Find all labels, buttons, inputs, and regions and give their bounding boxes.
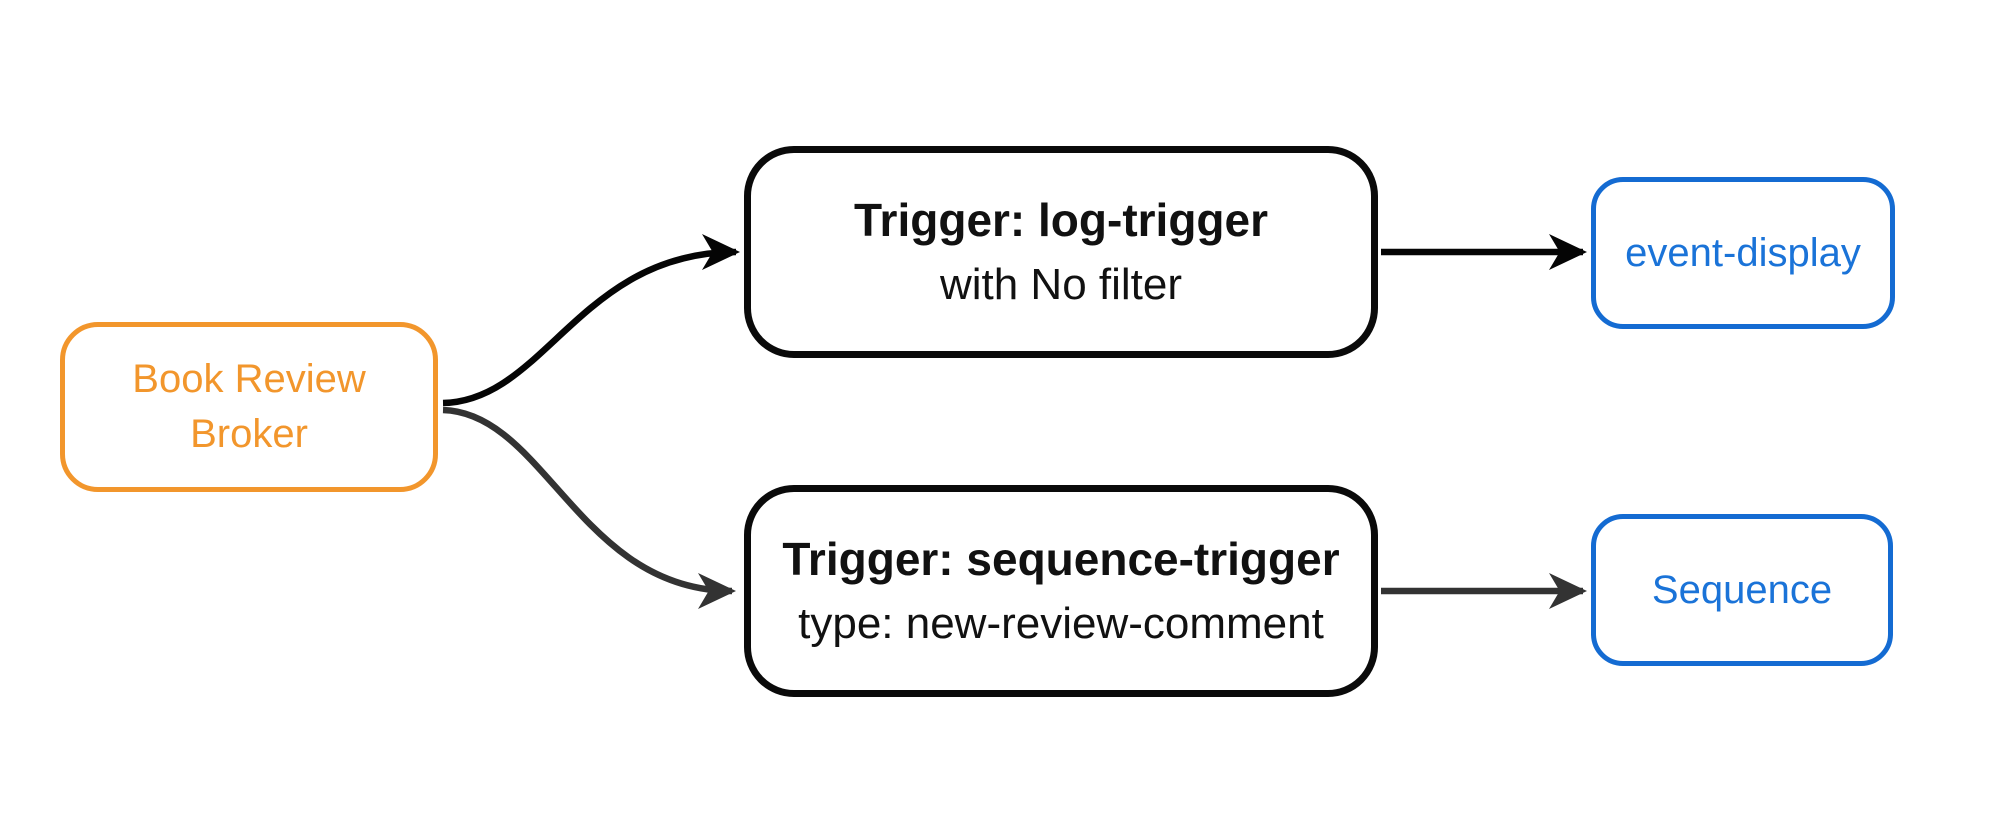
node-broker-label: Book Review Broker [132, 356, 366, 456]
sequence-trigger-subtitle: type: new-review-comment [798, 599, 1324, 649]
node-event-display: event-display [1591, 177, 1895, 329]
edge-broker-to-sequence-trigger [442, 406, 736, 609]
node-sequence-trigger: Trigger: sequence-trigger type: new-revi… [744, 485, 1378, 697]
node-event-display-label: event-display [1625, 230, 1861, 275]
edge-broker-to-log-trigger [442, 234, 740, 407]
node-sequence-label: Sequence [1651, 567, 1833, 612]
log-trigger-subtitle: with No filter [939, 260, 1183, 310]
node-broker: Book Review Broker [60, 322, 438, 492]
node-sequence: Sequence [1591, 514, 1893, 666]
sequence-trigger-title: Trigger: sequence-trigger [782, 532, 1340, 585]
node-log-trigger: Trigger: log-trigger with No filter [744, 146, 1378, 358]
log-trigger-title: Trigger: log-trigger [854, 193, 1268, 246]
